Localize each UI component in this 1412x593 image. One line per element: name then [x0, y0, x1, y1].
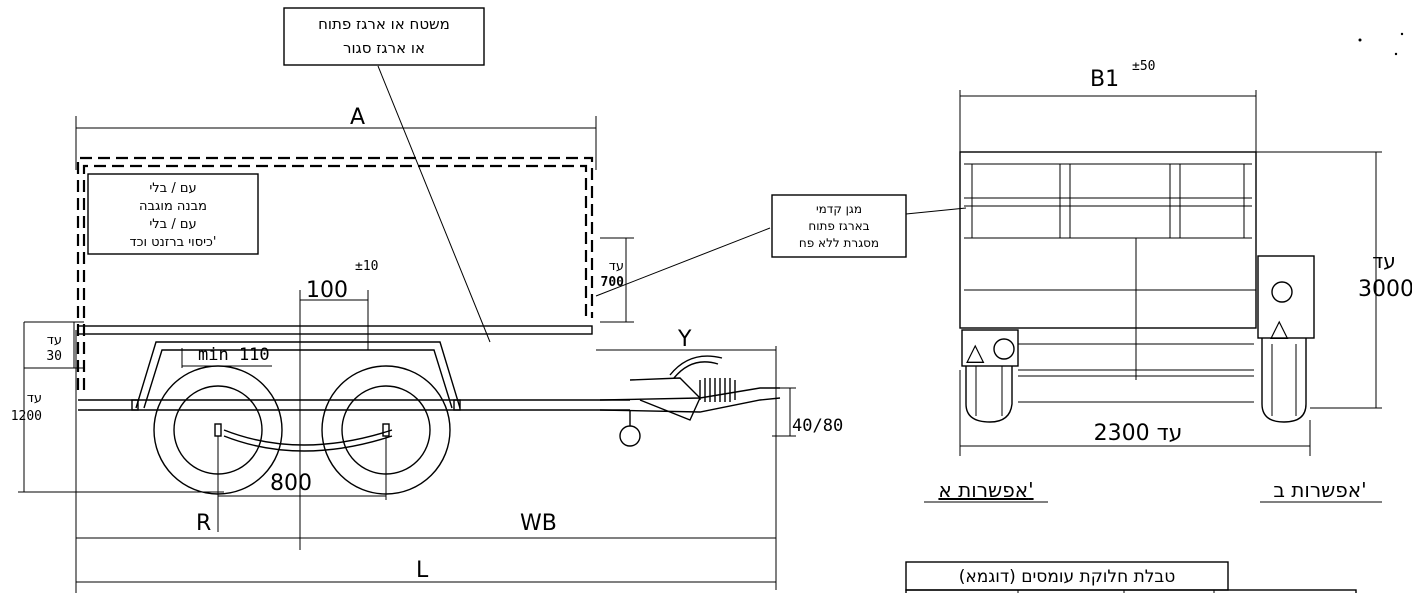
- dim-r-label: R: [196, 511, 211, 536]
- dim-b1-label: B1: [1090, 67, 1119, 92]
- structure-callout-box: [87, 173, 259, 255]
- option-b-label: אפשרות ב': [1273, 478, 1366, 502]
- dim-700-upto: עד: [609, 259, 624, 274]
- front-guard-line2: בארגז פתוח: [808, 219, 869, 233]
- dim-30-value: 30: [46, 349, 62, 364]
- scan-speck: [1358, 38, 1362, 42]
- body-leader-line: [377, 65, 491, 343]
- dim-700-value: 700: [601, 275, 625, 290]
- dim-1200-value: 1200: [11, 409, 42, 424]
- structure-line4: כיסוי ברזנט וכד': [129, 235, 216, 250]
- rear-body-outline: [959, 151, 1257, 329]
- lamp-circle-icon-b: [1271, 281, 1293, 303]
- leaf-spring: [223, 429, 393, 446]
- dim-800-label: 800: [270, 471, 312, 496]
- enclosed-body-outline: [76, 156, 594, 390]
- dim-30-upto: עד: [47, 333, 62, 348]
- option-a-label: אפשרות א': [938, 478, 1033, 502]
- lamp-triangle-icon-b: △: [1270, 314, 1289, 342]
- lamp-triangle-icon-a: △: [966, 338, 985, 366]
- tyre-left-rear-view: [965, 366, 1013, 423]
- dim-100-tolerance: ±10: [355, 259, 378, 274]
- front-guard-leader: [595, 227, 771, 297]
- dim-1200-upto: עד: [27, 391, 42, 406]
- front-guard-line1: מגן קדמי: [816, 202, 862, 216]
- dim-3000-value: 3000: [1358, 277, 1412, 302]
- dim-a-label: A: [350, 105, 365, 130]
- drawbar: [599, 387, 780, 401]
- hitch-coil-spring: [699, 378, 736, 402]
- body-callout-line1: משטח או ארגז פתוח: [318, 15, 450, 33]
- dim-wb-label: WB: [520, 511, 557, 536]
- structure-line2: מבנה מוגבה: [139, 199, 207, 214]
- dim-100-label: 100: [306, 278, 348, 303]
- structure-line1: עם / בלי: [149, 181, 196, 196]
- dim-l-label: L: [416, 558, 429, 583]
- load-table-body: [905, 589, 1357, 593]
- jockey-wheel: [619, 425, 641, 447]
- tyre-right-rear-view: [1261, 338, 1307, 423]
- front-guard-line3: מסגרת ללא פח: [799, 236, 879, 250]
- fender: [135, 341, 461, 409]
- body-callout-line2: או ארגז סגור: [343, 39, 425, 57]
- body-callout-box: [283, 7, 485, 66]
- structure-line3: עם / בלי: [149, 217, 196, 232]
- dim-b1-tolerance: ±50: [1132, 59, 1155, 74]
- dim-2300-label: 2300 עד: [1094, 421, 1183, 446]
- load-table-title: טבלת חלוקת עומסים (דוגמא): [959, 567, 1176, 587]
- dim-y-label: Y: [677, 327, 692, 352]
- lamp-circle-icon-a: [993, 338, 1015, 360]
- dim-3000-upto: עד: [1372, 249, 1395, 273]
- dim-40-80: 40/80: [792, 416, 843, 436]
- dim-min110: min 110: [198, 345, 270, 365]
- front-guard-callout-box: [771, 194, 907, 258]
- hand-brake-lever: [669, 355, 723, 376]
- deck-rail: [77, 325, 593, 335]
- lamp-block-b: [1257, 255, 1315, 339]
